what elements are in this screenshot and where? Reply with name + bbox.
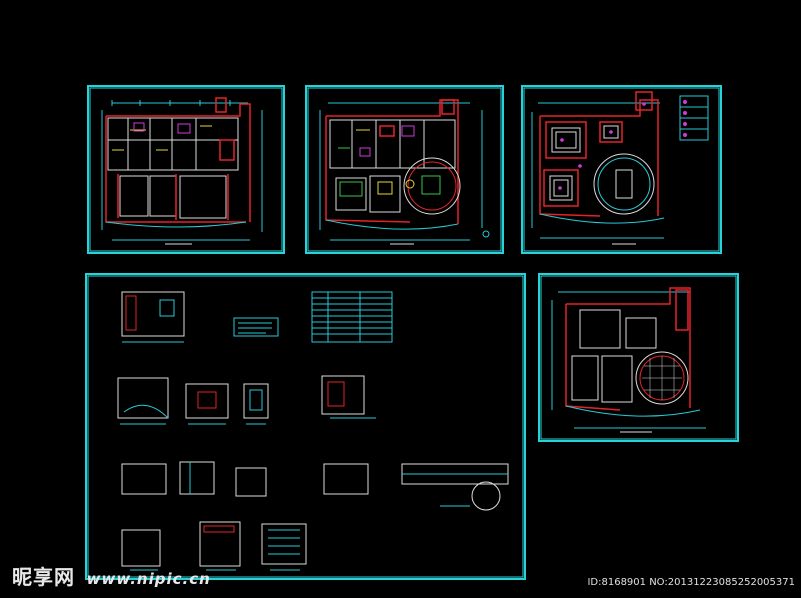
watermark-url: www.nipic.cn (86, 570, 211, 588)
details-drawing (87, 275, 524, 578)
sheet-floor-plan-1[interactable] (87, 85, 285, 254)
sheet-details[interactable] (85, 273, 526, 580)
watermark-brand: 昵享网 (12, 565, 75, 589)
ceiling-plan-drawing (523, 87, 720, 252)
sheet-ceiling-plan[interactable] (521, 85, 722, 254)
image-id-text: ID:8168901 NO:20131223085252005371 (587, 577, 795, 588)
floor-plan-2-drawing (307, 87, 502, 252)
floor-plan-1-drawing (89, 87, 283, 252)
floor-finish-plan-drawing (540, 275, 737, 440)
watermark: 昵享网 www.nipic.cn (12, 561, 211, 590)
sheet-floor-plan-2[interactable] (305, 85, 504, 254)
sheet-floor-finish-plan[interactable] (538, 273, 739, 442)
